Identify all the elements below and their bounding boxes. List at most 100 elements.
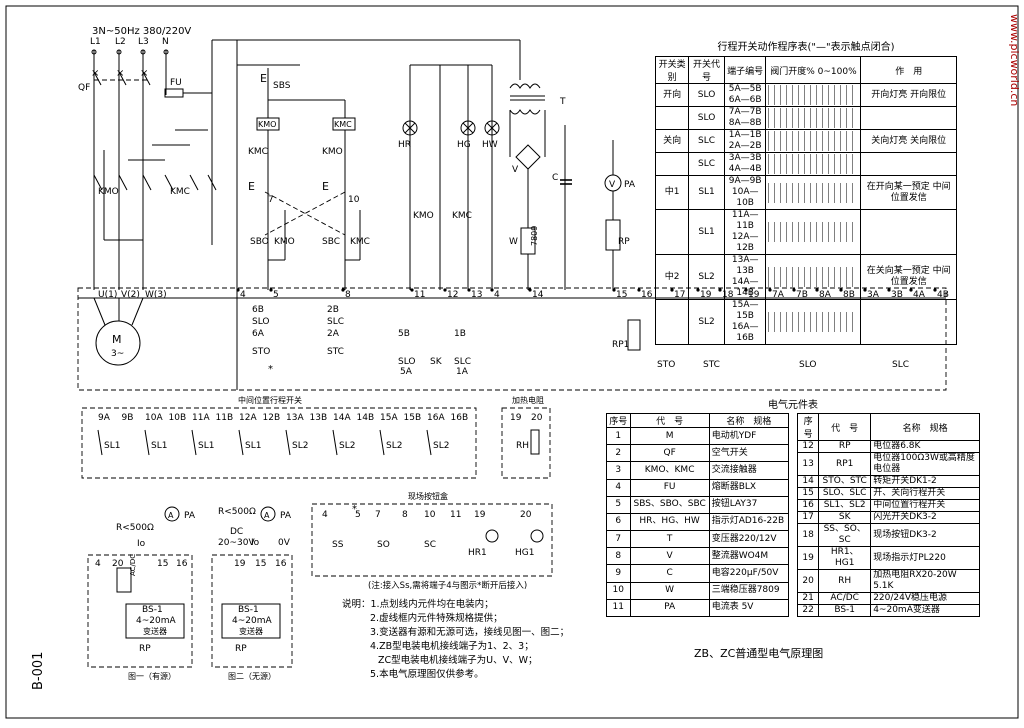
v-label: V [512,165,519,175]
motor-label: M [112,333,122,346]
lim-right-0: 2B [327,305,339,315]
mid-limit-contact [332,429,338,456]
sheet-code: B-001 [31,652,46,690]
component-code: T [629,530,710,549]
component-spec: 加热电阻RX20-20W 5.1K [870,569,980,593]
terminal-label: 14 [532,290,544,300]
component-spec: 4~20mA变送器 [870,604,980,617]
lamp-hg [460,120,476,136]
field-terminal: 11 [450,510,461,520]
component-code: PA [629,598,710,618]
fig2-name: 变送器 [239,626,263,636]
sched-term-b: 2A—2B [728,141,762,151]
sched-cat [654,106,690,130]
sched-h0: 开关类别 [654,56,690,84]
mid-limit-contact [238,429,244,456]
component-spec: 按钮LAY37 [708,495,790,514]
terminal-node [443,288,447,292]
component-no: 13 [796,452,820,476]
fig1-range: 4~20mA [136,616,176,626]
component-spec: 熔断器BLX [708,478,790,497]
svg-text:*: * [268,364,273,375]
sched-term-a: 15A—15B [731,300,759,321]
field-box-title: 现场按钮盒 [408,491,448,501]
lim-sw-1: STC [703,360,720,370]
terminal-node [528,288,532,292]
component-no: 19 [796,546,820,570]
fig1-caption: 图一（有源） [128,671,176,681]
terminal-label: 4 [494,290,500,300]
component-spec: 电位器6.8K [870,440,980,453]
component-no: 20 [796,569,820,593]
terminal-node [637,288,641,292]
component-spec: 交流接触器 [708,461,790,480]
hg-label: HG [457,140,471,150]
mid-limit-terminal: 9A [98,413,111,423]
component-no: 12 [796,440,820,453]
mid-limit-terminal: 10B [169,413,187,423]
lim-mid-3: SK [430,357,443,367]
fig2-t1: 15 [255,559,266,569]
fig2-bs: BS-1 [238,605,259,615]
terminal-node [612,288,616,292]
comp-lh2: 名称 规格 [708,413,790,428]
sched-use: 关向灯亮 关向限位 [860,129,957,153]
sched-graph [765,129,862,153]
svg-text:10: 10 [348,195,360,205]
watermark: www.plcworld.cn [1008,14,1021,106]
sheet-border [5,5,1019,719]
field-terminal: 19 [474,510,486,520]
svg-text:A: A [168,511,174,520]
component-spec: 指示灯AD16-22B [708,512,790,532]
contactor-power [93,129,217,241]
fig1-pa: PA [184,511,196,521]
component-spec: 中间位置行程开关 [870,499,980,512]
v-meter-label: V [609,180,616,190]
sched-use [860,209,957,255]
mid-limit-switch: SL2 [292,441,308,451]
component-code: HR1、HG1 [818,546,872,570]
sched-term-a: 1A—1B [728,130,762,140]
svg-text:E: E [248,180,255,193]
mid-limit-terminal: 10A [145,413,163,423]
fig2-pa: PA [280,511,292,521]
sched-cat [654,152,690,176]
fig1-t2: 15 [157,559,168,569]
sched-graph [765,209,862,255]
mid-limit-contact [191,429,197,456]
field-terminal: 10 [424,510,436,520]
terminal-node [467,288,471,292]
component-code: STO、STC [818,475,872,488]
components-title: 电气元件表 [768,400,818,411]
component-code: SS、SO、SC [818,523,872,547]
fig2-transmitter [221,603,281,639]
field-terminal: 8 [402,510,408,520]
enclosure-main [77,287,947,391]
component-no: 8 [606,547,631,566]
t-label: T [559,97,566,107]
field-box-note: (注:接入Ss,需将端子4与图示*断开后接入) [368,580,527,591]
power-lines: × × × [91,49,169,290]
sched-graph [765,152,862,176]
field-lamp-hg1 [530,529,544,543]
kmc-coil [332,117,356,131]
heater-title: 加热电阻 [512,395,544,405]
terminal-label: 12 [447,290,458,300]
component-code: M [629,426,710,446]
component-no: 15 [796,487,820,500]
c-label: C [552,173,558,183]
